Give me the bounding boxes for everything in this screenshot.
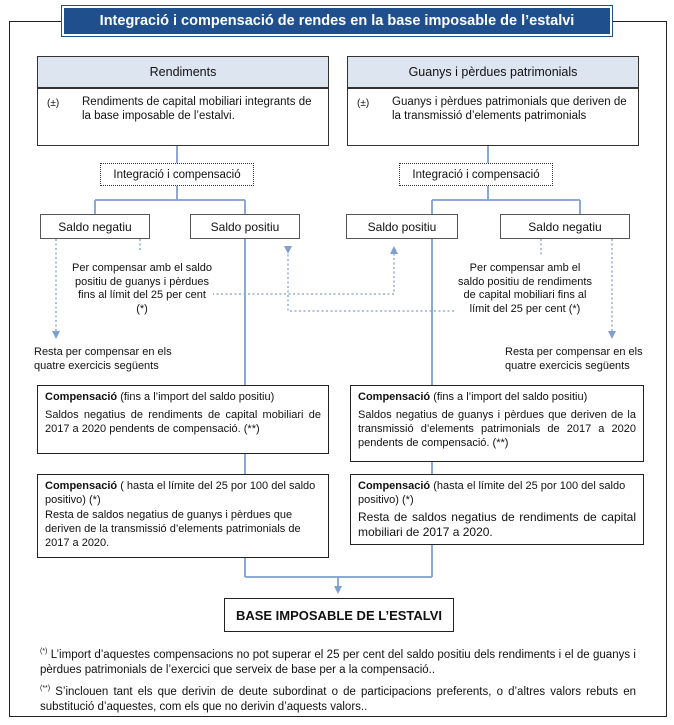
right-compensation-box-1: Compensació (fins a l’import del saldo p…	[350, 385, 644, 462]
footnote-1: (*) L’import d’aquestes compensacions no…	[40, 644, 636, 678]
right-comp1-sub: (fins a l’import del saldo positiu)	[430, 391, 588, 403]
left-integration-box: Integració i compensació	[100, 163, 254, 186]
right-integration-box: Integració i compensació	[399, 163, 553, 186]
right-saldo-negatiu: Saldo negatiu	[500, 214, 630, 239]
footnote-2: (**) S’inclouen tant els que derivin de …	[40, 681, 636, 715]
left-saldo-positiu: Saldo positiu	[190, 214, 300, 239]
right-sign: (±)	[357, 98, 370, 109]
right-description: Guanys i pèrdues patrimonials que derive…	[392, 96, 627, 122]
base-imposable-box: BASE IMPOSABLE DE L’ESTALVI	[224, 598, 454, 632]
left-saldo-negatiu: Saldo negatiu	[40, 214, 150, 239]
left-sign: (±)	[47, 98, 60, 109]
right-saldo-positiu: Saldo positiu	[346, 214, 458, 239]
left-comp1-sub: (fins a l’import del saldo positiu)	[117, 391, 275, 403]
footnote-2-mark: (**)	[40, 685, 51, 692]
right-description-box: (±) Guanys i pèrdues patrimonials que de…	[347, 88, 639, 146]
left-comp2-title: Compensació	[45, 480, 118, 492]
left-comp2-body: Resta de saldos negatius de guanys i pèr…	[45, 509, 301, 549]
left-header: Rendiments	[37, 56, 329, 88]
left-compensation-box-1: Compensació (fins a l’import del saldo p…	[37, 385, 329, 454]
right-compensation-note: Per compensar amb el saldo positiu de re…	[456, 262, 594, 316]
left-comp1-title: Compensació	[45, 391, 118, 403]
right-compensation-box-2: Compensació (hasta el límite del 25 por …	[350, 474, 644, 545]
footnote-1-mark: (*)	[40, 648, 48, 655]
right-comp1-title: Compensació	[358, 391, 431, 403]
right-comp2-title: Compensació	[358, 480, 431, 492]
footnote-2-text: S’inclouen tant els que derivin de deute…	[40, 685, 636, 713]
right-header: Guanys i pèrdues patrimonials	[347, 56, 639, 88]
footnote-1-text: L’import d’aquestes compensacions no pot…	[40, 648, 636, 676]
left-description: Rendiments de capital mobiliari integran…	[82, 96, 312, 122]
right-comp2-body: Resta de saldos negatius de rendiments d…	[358, 510, 636, 539]
right-comp1-body: Saldos negatius de guanys i pèrdues que …	[358, 409, 636, 449]
left-comp1-body: Saldos negatius de rendiments de capital…	[45, 409, 321, 435]
left-comp2-sub: ( hasta el límite del 25 por 100 del sal…	[45, 480, 316, 506]
diagram-title: Integració i compensació de rendes en la…	[62, 6, 612, 36]
left-description-box: (±) Rendiments de capital mobiliari inte…	[37, 88, 329, 146]
left-compensation-box-2: Compensació ( hasta el límite del 25 por…	[37, 474, 329, 558]
connector-right-negatiu-to-left-positiu	[284, 246, 462, 312]
left-resta-text: Resta per compensar en els quatre exerci…	[34, 346, 172, 372]
left-compensation-note: Per compensar amb el saldo positiu de gu…	[71, 262, 213, 316]
right-resta-text: Resta per compensar en els quatre exerci…	[505, 346, 643, 372]
right-comp2-sub: (hasta el límite del 25 por 100 del sald…	[358, 480, 626, 506]
